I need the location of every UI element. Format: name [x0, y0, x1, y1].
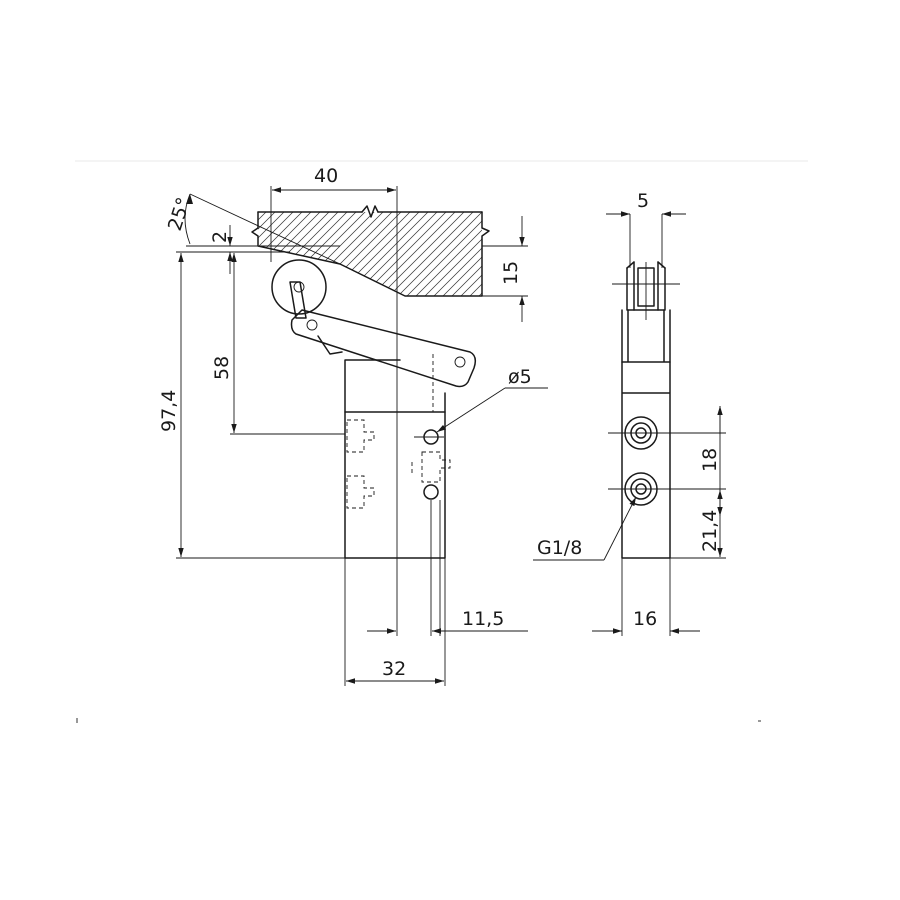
lever-bracket — [621, 309, 671, 363]
hatch-line — [258, 212, 351, 296]
hatch-line — [258, 212, 324, 296]
hatch-line — [455, 212, 482, 296]
dim-body-width: 32 — [382, 658, 406, 680]
dim-gap: 2 — [209, 231, 231, 243]
lever-arm — [290, 309, 477, 388]
hatch-line — [419, 212, 482, 296]
valve-body — [344, 354, 446, 559]
hatch-line — [311, 212, 423, 296]
hatch-line — [338, 212, 450, 296]
roller — [271, 259, 327, 315]
dim-width-top: 40 — [314, 165, 338, 187]
hatch-line — [483, 200, 593, 310]
hatch-line — [519, 200, 629, 310]
front-view: 40 25° 2 15 58 97,4 ø5 11,5 32 — [158, 165, 629, 686]
dim-offset: 11,5 — [462, 608, 504, 630]
dim-hole-dia: ø5 — [508, 366, 532, 388]
hatch-line — [329, 212, 441, 296]
roller-link — [289, 281, 307, 319]
hidden-ports — [346, 419, 451, 509]
hatch-line — [258, 212, 288, 296]
hatch-line — [401, 212, 482, 296]
threaded-ports — [624, 416, 658, 506]
hatch-line — [365, 212, 477, 296]
hatch-line — [492, 200, 602, 310]
hatch-line — [446, 212, 482, 296]
hatched-cam — [251, 200, 629, 310]
hatch-line — [410, 212, 482, 296]
roller-fork — [626, 261, 666, 320]
hatch-line — [320, 212, 432, 296]
dim-angle: 25° — [164, 195, 195, 234]
hatch-line — [258, 212, 360, 296]
hatch-line — [428, 212, 482, 296]
dim-port-base: 21,4 — [699, 510, 721, 552]
hatch-line — [266, 212, 378, 296]
hatch-line — [258, 212, 297, 296]
dim-body-depth: 16 — [633, 608, 657, 630]
hatch-line — [302, 212, 414, 296]
dim-thread: G1/8 — [537, 537, 582, 559]
hatch-line — [258, 212, 279, 296]
hatch-line — [501, 200, 611, 310]
hatch-line — [510, 200, 620, 310]
hatch-line — [383, 212, 482, 296]
dim-lever-height: 58 — [211, 356, 233, 380]
hatch-line — [473, 212, 482, 296]
dim-port-spacing: 18 — [699, 448, 721, 472]
hatch-line — [258, 212, 369, 296]
dim-roller-width: 5 — [637, 190, 649, 212]
hatch-line — [356, 212, 468, 296]
hatch-line — [347, 212, 459, 296]
mounting-holes — [414, 429, 444, 500]
hatch-line — [437, 212, 482, 296]
side-view: 5 18 21,4 G1/8 16 — [533, 190, 726, 636]
dim-depth: 15 — [500, 261, 522, 285]
hatch-line — [374, 212, 482, 296]
hatch-line — [293, 212, 405, 296]
hatch-line — [258, 212, 306, 296]
side-body — [621, 361, 671, 559]
hatch-line — [392, 212, 482, 296]
dim-total-height: 97,4 — [158, 390, 180, 432]
